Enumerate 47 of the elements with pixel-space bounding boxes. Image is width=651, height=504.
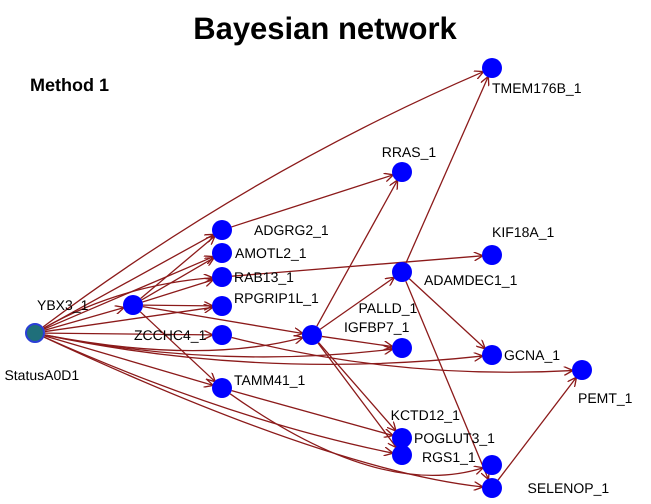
arrow bbox=[231, 390, 394, 438]
arrow bbox=[318, 342, 397, 432]
node-label: GCNA_1 bbox=[504, 347, 560, 363]
node-label: IGFBP7_1 bbox=[344, 319, 410, 335]
node-label: AMOTL2_1 bbox=[235, 245, 307, 261]
title: Bayesian network bbox=[192, 10, 458, 48]
arrow bbox=[232, 251, 484, 277]
arrow bbox=[44, 334, 484, 366]
arrow bbox=[44, 303, 214, 332]
arrow bbox=[44, 335, 214, 388]
arrow bbox=[231, 172, 394, 228]
node-label: RGS1_1 bbox=[422, 449, 476, 465]
arrow bbox=[44, 304, 125, 331]
node-label: KIF18A_1 bbox=[492, 224, 554, 240]
arrow bbox=[232, 336, 574, 376]
arrow bbox=[44, 334, 394, 358]
node-label: TMEM176B_1 bbox=[492, 80, 582, 96]
node-label: RRAS_1 bbox=[382, 144, 436, 160]
node-label: SELENOP_1 bbox=[528, 480, 610, 496]
arrow bbox=[141, 256, 215, 301]
node-label: PEMT_1 bbox=[578, 390, 632, 406]
node-label: ADAMDEC1_1 bbox=[424, 272, 518, 288]
arrow bbox=[405, 280, 490, 480]
node-label: RPGRIP1L_1 bbox=[234, 290, 319, 306]
arrow bbox=[44, 336, 484, 491]
node-label: PALLD_1 bbox=[358, 300, 418, 316]
arrow bbox=[44, 255, 214, 330]
node-label: StatusA0D1 bbox=[4, 367, 80, 383]
arrow bbox=[140, 235, 216, 300]
arrow bbox=[498, 376, 578, 480]
node-label: KCTD12_1 bbox=[390, 407, 460, 423]
arrow bbox=[142, 277, 214, 303]
node-label: TAMM41_1 bbox=[234, 372, 306, 388]
arrow bbox=[316, 179, 398, 327]
node-label: ADGRG2_1 bbox=[254, 222, 329, 238]
arrow bbox=[143, 300, 214, 311]
arrow bbox=[44, 336, 394, 456]
arrow bbox=[42, 70, 484, 328]
arrow bbox=[317, 342, 398, 448]
arrow bbox=[43, 273, 214, 329]
node-label: RAB13_1 bbox=[234, 269, 294, 285]
arrow bbox=[405, 76, 490, 264]
arrow bbox=[408, 278, 486, 350]
arrow bbox=[320, 276, 396, 330]
arrow bbox=[230, 393, 484, 476]
arrow bbox=[322, 336, 394, 351]
method-label: Method 1 bbox=[30, 74, 109, 97]
